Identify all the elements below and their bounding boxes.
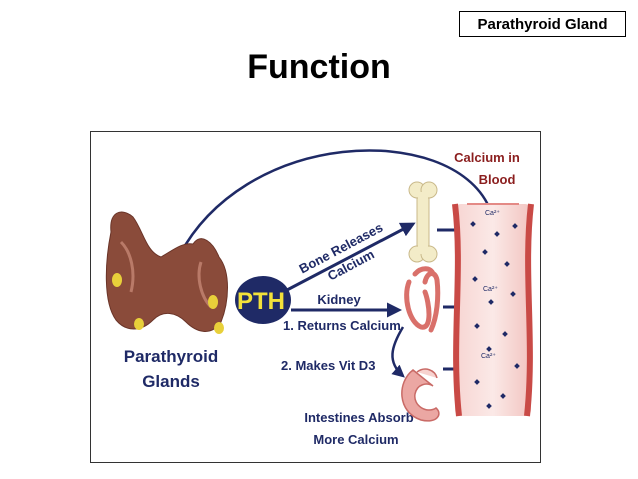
- kidney-label-line1: Kidney: [317, 292, 361, 307]
- blood-label-line1: Calcium in: [454, 150, 520, 165]
- intestine-label-line1: Intestines Absorb: [304, 410, 413, 425]
- calcium-regulation-diagram: Parathyroid Glands PTH Bone Releases Cal…: [105, 149, 534, 447]
- ion-label-2: Ca²⁺: [483, 286, 498, 293]
- intestine-label-line2: More Calcium: [313, 432, 398, 447]
- pth-hormone-badge: [235, 276, 291, 324]
- parathyroid-glands-illustration: [105, 211, 228, 334]
- diagram-frame: Parathyroid Glands PTH Bone Releases Cal…: [90, 131, 541, 463]
- calcium-ions: [470, 221, 520, 409]
- intestine-icon: [401, 368, 440, 422]
- gland-label-line1: Parathyroid: [124, 347, 218, 366]
- page-title: Function: [247, 48, 391, 86]
- gland-label-line2: Glands: [142, 372, 200, 391]
- vitd-label: 2. Makes Vit D3: [281, 358, 375, 373]
- blood-vessel: [452, 203, 534, 417]
- pth-label: PTH: [237, 288, 285, 315]
- kidney-label-line2: 1. Returns Calcium: [283, 318, 401, 333]
- bone-arrow: [286, 222, 416, 292]
- ion-label-1: Ca²⁺: [485, 210, 500, 217]
- slide-tag: Parathyroid Gland: [459, 11, 626, 37]
- ion-label-3: Ca²⁺: [481, 353, 496, 360]
- feedback-arrow: [174, 149, 491, 265]
- kidney-icon: [404, 266, 441, 333]
- blood-label-line2: Blood: [479, 172, 516, 187]
- vitd-arrow: [391, 326, 405, 378]
- bone-icon: [408, 181, 438, 263]
